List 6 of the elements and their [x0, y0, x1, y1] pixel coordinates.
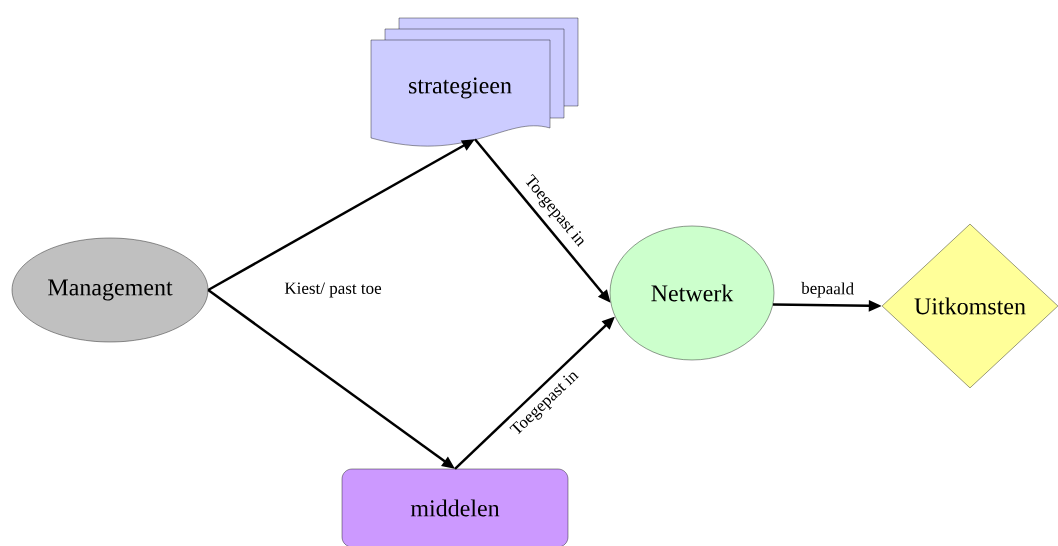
oval-node: Management: [11, 237, 209, 343]
note-text: Kiest/ past toe: [284, 282, 382, 298]
document-stack: strategieen: [370, 17, 579, 147]
oval-node: Netwerk: [609, 225, 775, 361]
edge-label: bepaald: [801, 281, 854, 298]
rounded-box: middelen: [341, 468, 569, 546]
